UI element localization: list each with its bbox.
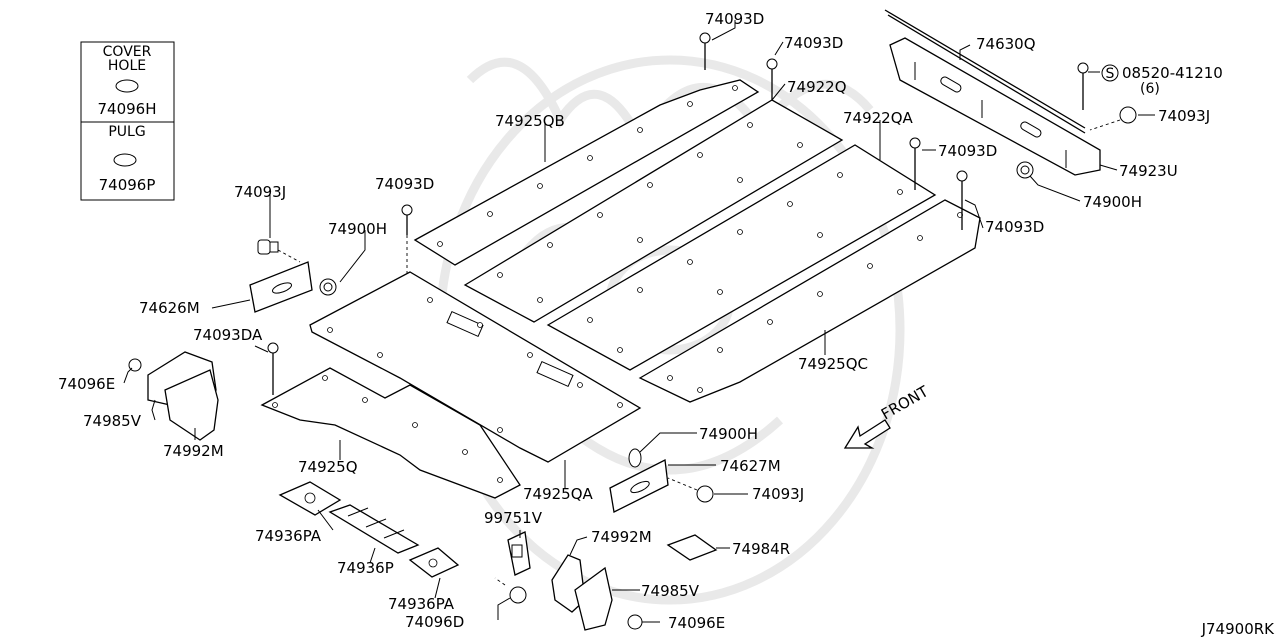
- label-74992M[interactable]: 74992M: [163, 442, 224, 460]
- strip-74936P[interactable]: [328, 504, 420, 554]
- screw-icon[interactable]: [267, 342, 279, 395]
- label-74936P[interactable]: 74936P: [337, 559, 394, 577]
- label-74985V[interactable]: 74985V: [641, 582, 700, 600]
- legend-bottom-title: PULG: [108, 124, 145, 140]
- clip-74096D[interactable]: [494, 577, 527, 604]
- grommet-74900H-bottom[interactable]: [628, 448, 642, 468]
- screw-icon[interactable]: [1077, 62, 1089, 110]
- label-74992M[interactable]: 74992M: [591, 528, 652, 546]
- legend-top-part[interactable]: 74096H: [98, 100, 157, 118]
- seal-74992M-left[interactable]: [164, 369, 219, 441]
- cover-hole-icon: [115, 79, 139, 93]
- label-74923U[interactable]: 74923U: [1119, 162, 1178, 180]
- label-08520-qty: (6): [1140, 81, 1160, 97]
- plug-icon: [113, 153, 137, 167]
- diagram-code: J74900RK: [1201, 620, 1276, 638]
- clip-74093J-top[interactable]: [1089, 106, 1137, 131]
- screw-icon[interactable]: [909, 137, 921, 190]
- legend-bottom-part[interactable]: 74096P: [99, 176, 156, 194]
- bracket-74627M[interactable]: [609, 458, 669, 513]
- panel-74925Q[interactable]: [260, 367, 521, 499]
- label-08520-41210[interactable]: S 08520-41210 (6): [1101, 64, 1223, 97]
- screw-icon[interactable]: [699, 32, 711, 70]
- pad-74984R[interactable]: [666, 534, 718, 561]
- label-74900H[interactable]: 74900H: [1083, 193, 1142, 211]
- label-74093D[interactable]: 74093D: [375, 175, 434, 193]
- label-74900H[interactable]: 74900H: [328, 220, 387, 238]
- label-74984R[interactable]: 74984R: [732, 540, 790, 558]
- label-74922QA[interactable]: 74922QA: [843, 109, 914, 127]
- grommet-74900H-top[interactable]: [1016, 161, 1034, 179]
- strip-74923U[interactable]: [889, 37, 1101, 176]
- label-74922Q[interactable]: 74922Q: [787, 78, 847, 96]
- grommet-74900H-left[interactable]: [319, 278, 337, 296]
- label-74093DA[interactable]: 74093DA: [193, 326, 263, 344]
- legend-top-title-2: HOLE: [108, 58, 146, 74]
- bracket-74626M[interactable]: [249, 261, 313, 313]
- panel-74922Q[interactable]: [463, 99, 844, 323]
- label-74936PA[interactable]: 74936PA: [388, 595, 455, 613]
- screw-icon[interactable]: [401, 204, 413, 275]
- label-74096D[interactable]: 74096D: [405, 613, 464, 631]
- label-74925QB[interactable]: 74925QB: [495, 112, 565, 130]
- panel-74925QB[interactable]: [413, 79, 760, 266]
- clip-74096E-right[interactable]: [627, 614, 643, 630]
- clip-74093J-left[interactable]: [257, 239, 301, 263]
- clip-74093J-bottom[interactable]: [667, 477, 714, 503]
- pad-74936PA-bottom[interactable]: [408, 547, 460, 578]
- legend-box: COVER HOLE 74096H PULG 74096P: [80, 41, 175, 201]
- label-74093D[interactable]: 74093D: [938, 142, 997, 160]
- label-74096E[interactable]: 74096E: [668, 614, 725, 632]
- label-74925QC[interactable]: 74925QC: [798, 355, 868, 373]
- label-74096E[interactable]: 74096E: [58, 375, 115, 393]
- rail-74630Q[interactable]: [884, 9, 1086, 134]
- label-08520-41210-text: 08520-41210: [1122, 64, 1223, 82]
- screw-icon[interactable]: [956, 170, 968, 230]
- label-74093J[interactable]: 74093J: [234, 183, 286, 201]
- cover-74985V-right[interactable]: [574, 566, 613, 631]
- label-74936PA[interactable]: 74936PA: [255, 527, 322, 545]
- legend-top-title-1: COVER: [103, 44, 152, 60]
- screw-icon[interactable]: [766, 58, 778, 100]
- std-part-prefix: S: [1106, 66, 1115, 82]
- label-74093D[interactable]: 74093D: [985, 218, 1044, 236]
- label-74626M[interactable]: 74626M: [139, 299, 200, 317]
- leader-lines: [123, 20, 1155, 623]
- label-74900H[interactable]: 74900H: [699, 425, 758, 443]
- label-74630Q[interactable]: 74630Q: [976, 35, 1036, 53]
- front-arrow-icon: [843, 419, 891, 449]
- label-74925Q[interactable]: 74925Q: [298, 458, 358, 476]
- front-label: FRONT: [878, 382, 932, 424]
- label-74627M[interactable]: 74627M: [720, 457, 781, 475]
- label-74093J[interactable]: 74093J: [1158, 107, 1210, 125]
- panel-74925QA[interactable]: [309, 271, 642, 463]
- label-74925QA[interactable]: 74925QA: [523, 485, 594, 503]
- pad-74936PA-top[interactable]: [278, 481, 342, 516]
- label-74093D[interactable]: 74093D: [784, 34, 843, 52]
- label-99751V[interactable]: 99751V: [484, 509, 543, 527]
- label-74985V[interactable]: 74985V: [83, 412, 142, 430]
- panel-74925QC[interactable]: [638, 199, 981, 403]
- clip-99751V[interactable]: [507, 531, 531, 576]
- label-74093J[interactable]: 74093J: [752, 485, 804, 503]
- label-74093D[interactable]: 74093D: [705, 10, 764, 28]
- panel-74922QA[interactable]: [546, 144, 937, 371]
